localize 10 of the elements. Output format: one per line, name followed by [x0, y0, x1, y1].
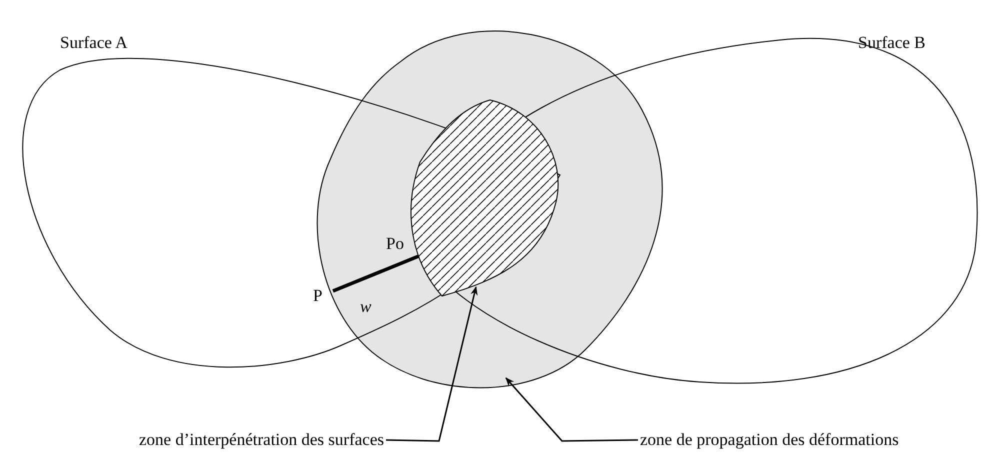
- surface-label: Surface A: [60, 34, 128, 52]
- leader-line: [505, 377, 638, 442]
- point-label: Po: [386, 235, 404, 253]
- callout-text: zone de propagation des déformations: [640, 431, 899, 449]
- hatched-zone-shape: [410, 100, 559, 296]
- surface-label: Surface B: [858, 34, 926, 52]
- point-label: P: [313, 287, 322, 305]
- callout-text: zone d’interpénétration des surfaces: [139, 431, 384, 449]
- distance-label: w: [360, 298, 372, 316]
- leader-line: [386, 286, 478, 442]
